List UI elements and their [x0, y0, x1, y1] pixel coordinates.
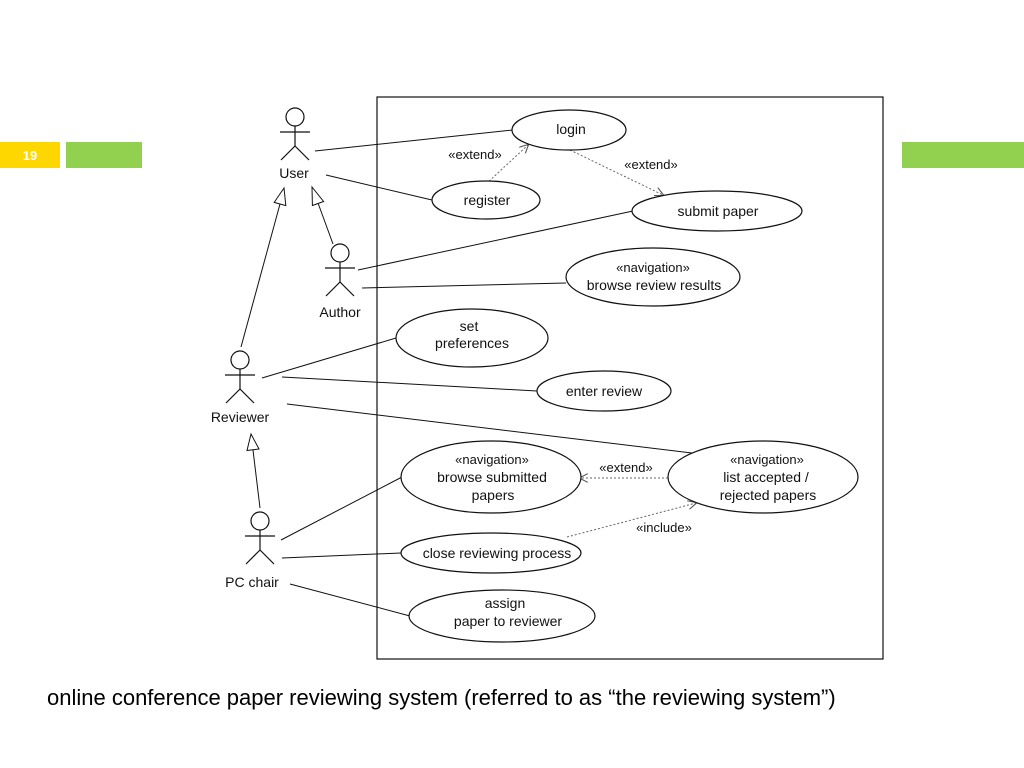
gen-author-user-head [311, 185, 325, 207]
slide-number: 19 [0, 142, 60, 168]
use-case-assign-paper: assign paper to reviewer [408, 589, 596, 643]
gen-reviewer-user [240, 203, 281, 348]
gen-pcchair-reviewer [252, 449, 261, 509]
assoc-author-submit [357, 210, 634, 271]
use-case-set-preferences-line2: preferences [435, 335, 509, 351]
accent-bar-right [902, 142, 1024, 168]
assoc-reviewer-list [286, 403, 693, 454]
actor-reviewer [225, 350, 255, 404]
actor-user-label: User [279, 165, 309, 181]
use-case-set-preferences-line1: set [460, 318, 479, 334]
use-case-set-preferences: set preferences [395, 308, 549, 368]
use-case-browse-review-results-line1: «navigation» [616, 260, 690, 275]
dep-login-submit [569, 149, 663, 195]
label-extend-login-submit: «extend» [624, 157, 678, 172]
use-case-list-accepted-rejected-line1: «navigation» [730, 452, 804, 467]
label-include-close-list: «include» [636, 520, 692, 535]
generalizations [240, 185, 334, 509]
assoc-author-browse-results [361, 282, 567, 289]
accent-bar-left [66, 142, 142, 168]
use-case-browse-submitted-papers-line1: «navigation» [455, 452, 529, 467]
use-case-assign-paper-line2: paper to reviewer [454, 613, 563, 629]
use-case-browse-submitted-papers: «navigation» browse submitted papers [400, 440, 582, 514]
use-case-list-accepted-rejected-line2: list accepted / [723, 469, 809, 485]
use-case-browse-submitted-papers-line3: papers [472, 487, 515, 503]
actor-author [325, 243, 355, 297]
use-case-close-reviewing-process-line1: close reviewing process [423, 545, 572, 561]
use-case-list-accepted-rejected-line3: rejected papers [720, 487, 817, 503]
actor-pc-chair [245, 511, 275, 565]
use-case-close-reviewing-process: close reviewing process [400, 532, 582, 574]
use-case-register-line1: register [464, 192, 511, 208]
use-case-login-line1: login [556, 121, 586, 137]
actor-user [280, 107, 310, 161]
system-boundary [376, 96, 884, 660]
use-case-browse-review-results: «navigation» browse review results [565, 247, 741, 307]
actor-author-label: Author [319, 304, 361, 320]
use-case-register: register [431, 180, 541, 220]
assoc-user-register [325, 174, 433, 201]
assoc-reviewer-preferences [261, 337, 397, 379]
label-extend-register-login: «extend» [448, 147, 502, 162]
gen-reviewer-user-head [273, 186, 287, 207]
assoc-pcchair-close [281, 552, 402, 559]
use-case-list-accepted-rejected: «navigation» list accepted / rejected pa… [667, 440, 859, 514]
use-case-login: login [511, 109, 627, 151]
use-case-assign-paper-line1: assign [485, 595, 525, 611]
use-case-enter-review: enter review [536, 370, 672, 412]
gen-author-user [317, 202, 334, 245]
actor-reviewer-label: Reviewer [211, 409, 270, 425]
slide-caption: online conference paper reviewing system… [47, 685, 836, 710]
actor-pc-chair-label: PC chair [225, 574, 279, 590]
use-case-submit-paper: submit paper [631, 190, 803, 232]
use-case-browse-submitted-papers-line2: browse submitted [437, 469, 547, 485]
gen-pcchair-reviewer-head [246, 432, 260, 452]
dependencies [485, 145, 696, 538]
assoc-pcchair-assign [289, 583, 411, 617]
use-case-browse-review-results-line2: browse review results [587, 277, 722, 293]
use-case-enter-review-line1: enter review [566, 383, 643, 399]
use-case-submit-paper-line1: submit paper [678, 203, 759, 219]
assoc-reviewer-enter-review [281, 376, 538, 392]
assoc-pcchair-browse-submitted [280, 476, 403, 541]
dep-register-login [485, 145, 528, 185]
assoc-user-login [314, 129, 514, 152]
associations [261, 129, 693, 617]
label-extend-list-browse: «extend» [599, 460, 653, 475]
